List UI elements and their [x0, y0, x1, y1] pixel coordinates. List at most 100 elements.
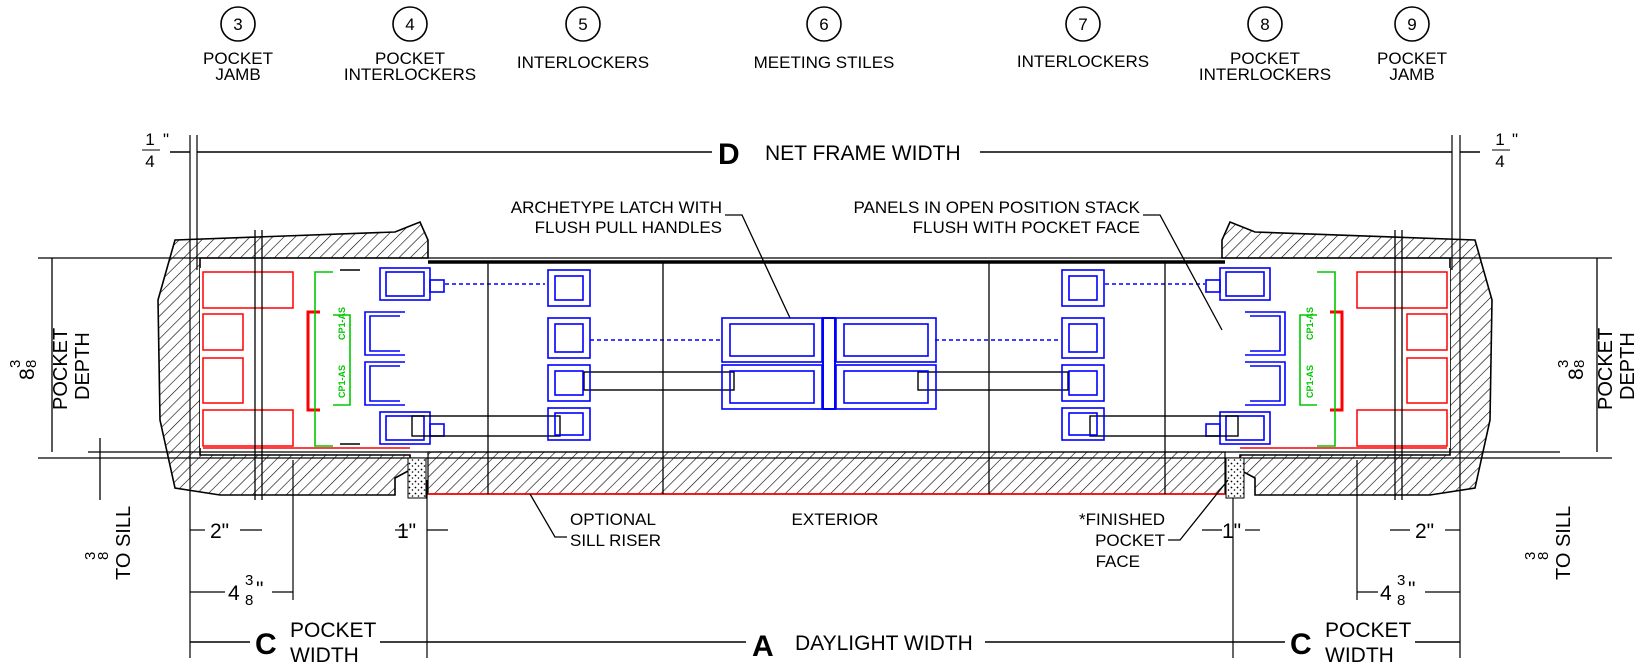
four-inch-right: "	[1408, 578, 1415, 601]
pocket-depth-num: 3	[7, 360, 24, 368]
pocket-width-label2-left: WIDTH	[290, 644, 359, 667]
callout-5: 5 INTERLOCKERS	[517, 6, 649, 72]
sill-line2: SILL RISER	[570, 531, 661, 550]
callout-number: 6	[819, 15, 828, 34]
callout-3: 3 POCKET JAMB	[203, 6, 273, 84]
pocket-depth-left: 8 3 8 POCKET DEPTH 3 8 TO SILL	[7, 258, 135, 580]
small-dims-left	[190, 460, 448, 600]
callout-label: JAMB	[215, 65, 260, 84]
finished-line1: *FINISHED	[1079, 510, 1165, 529]
left-pocket-latch: CP1-AS CP1-AS	[314, 271, 351, 447]
net-frame-letter: D	[718, 138, 740, 171]
callout-number: 9	[1407, 15, 1416, 34]
interlocker-right	[1061, 269, 1105, 441]
part-tag: CP1-AS	[337, 307, 347, 340]
right-pocket-wall	[1221, 220, 1493, 496]
two-inch-left: 2"	[210, 520, 229, 543]
interlocker-left	[547, 269, 591, 441]
callout-label: POCKET	[203, 49, 273, 68]
callout-6: 6 MEETING STILES	[754, 6, 895, 72]
to-sill-den: 8	[95, 552, 112, 560]
left-pocket-liners	[202, 271, 410, 449]
pocket-depth-right: 8 3 8 POCKET DEPTH 3 8 TO SILL	[1522, 258, 1639, 580]
pocket-width-letter-left: C	[255, 628, 277, 661]
pocket-width-letter-right: C	[1290, 628, 1312, 661]
latch-note: ARCHETYPE LATCH WITH FLUSH PULL HANDLES	[511, 198, 791, 319]
four-whole-right: 4	[1380, 582, 1392, 605]
sill-riser-note: OPTIONAL SILL RISER	[529, 493, 661, 550]
four-inch-left: "	[256, 578, 263, 601]
callout-4: 4 POCKET INTERLOCKERS	[344, 6, 476, 84]
finished-line2: POCKET	[1095, 531, 1165, 550]
dashed-tracks	[445, 283, 1205, 341]
pocket-depth-whole: 8	[16, 368, 39, 380]
panel-rails	[411, 371, 1239, 437]
callout-label: JAMB	[1389, 65, 1434, 84]
pocket-depth-label2: DEPTH	[1617, 332, 1639, 400]
callout-number: 4	[405, 15, 414, 34]
pocket-depth-label2: DEPTH	[72, 332, 94, 400]
pocket-width-label2-right: WIDTH	[1325, 644, 1394, 667]
net-frame-dimension: D NET FRAME WIDTH 1 4 " 1 4 "	[142, 130, 1518, 171]
callout-label: INTERLOCKERS	[1017, 52, 1149, 71]
finished-pocket-note: *FINISHED POCKET FACE	[1079, 479, 1229, 571]
pocket-depth-num: 3	[1555, 360, 1572, 368]
pocket-depth-den: 8	[23, 360, 40, 368]
panels-line1: PANELS IN OPEN POSITION STACK	[853, 198, 1140, 217]
finish-block-left	[407, 457, 427, 499]
daylight-letter: A	[752, 630, 774, 663]
latch-line1: ARCHETYPE LATCH WITH	[511, 198, 722, 217]
small-dims-right	[1202, 460, 1460, 600]
finished-line3: FACE	[1096, 552, 1140, 571]
break-lines	[254, 230, 1403, 500]
meeting-stiles	[721, 317, 937, 410]
sill-riser	[427, 451, 1226, 495]
net-frame-label: NET FRAME WIDTH	[765, 142, 961, 165]
callout-7: 7 INTERLOCKERS	[1017, 6, 1149, 71]
callout-number: 5	[578, 15, 587, 34]
four-num-right: 3	[1397, 572, 1405, 589]
part-tag: CP1-AS	[337, 365, 347, 398]
callout-label: MEETING STILES	[754, 53, 895, 72]
two-inch-right: 2"	[1415, 520, 1434, 543]
callout-label: INTERLOCKERS	[344, 65, 476, 84]
part-tag: CP1-AS	[1305, 365, 1315, 398]
callout-label: INTERLOCKERS	[1199, 65, 1331, 84]
latch-line2: FLUSH PULL HANDLES	[535, 218, 722, 237]
to-sill-label: TO SILL	[1553, 506, 1575, 580]
pocket-width-label1-left: POCKET	[290, 619, 377, 642]
callout-label: INTERLOCKERS	[517, 53, 649, 72]
four-num-left: 3	[245, 572, 253, 589]
quarter-num-left: 1	[145, 130, 154, 149]
quarter-num-right: 1	[1495, 130, 1504, 149]
callout-8: 8 POCKET INTERLOCKERS	[1199, 6, 1331, 84]
pocket-depth-whole: 8	[1565, 368, 1588, 380]
callout-label: POCKET	[375, 49, 445, 68]
to-sill-num: 3	[82, 552, 99, 560]
right-panel-stack	[1205, 267, 1286, 445]
callout-label: POCKET	[1230, 49, 1300, 68]
to-sill-label: TO SILL	[113, 506, 135, 580]
inch-mark-right: "	[1512, 130, 1518, 149]
left-pocket-wall	[157, 220, 429, 496]
one-inch-right: 1"	[1222, 520, 1241, 543]
callout-label: POCKET	[1377, 49, 1447, 68]
to-sill-num: 3	[1522, 552, 1539, 560]
right-pocket-latch: CP1-AS CP1-AS	[1299, 271, 1336, 447]
one-inch-left: 1"	[397, 520, 416, 543]
pocket-depth-label1: POCKET	[1595, 328, 1617, 410]
pocket-depth-den: 8	[1571, 360, 1588, 368]
sill-line1: OPTIONAL	[570, 510, 656, 529]
inch-mark-left: "	[163, 130, 169, 149]
four-den-right: 8	[1397, 592, 1405, 609]
panels-note: PANELS IN OPEN POSITION STACK FLUSH WITH…	[853, 198, 1223, 331]
exterior-label: EXTERIOR	[792, 510, 879, 529]
callout-number: 8	[1260, 15, 1269, 34]
callout-number: 3	[233, 15, 242, 34]
callout-9: 9 POCKET JAMB	[1377, 6, 1447, 84]
panels-line2: FLUSH WITH POCKET FACE	[913, 218, 1140, 237]
four-whole-left: 4	[228, 582, 240, 605]
callout-number: 7	[1078, 15, 1087, 34]
daylight-label: DAYLIGHT WIDTH	[795, 632, 973, 655]
